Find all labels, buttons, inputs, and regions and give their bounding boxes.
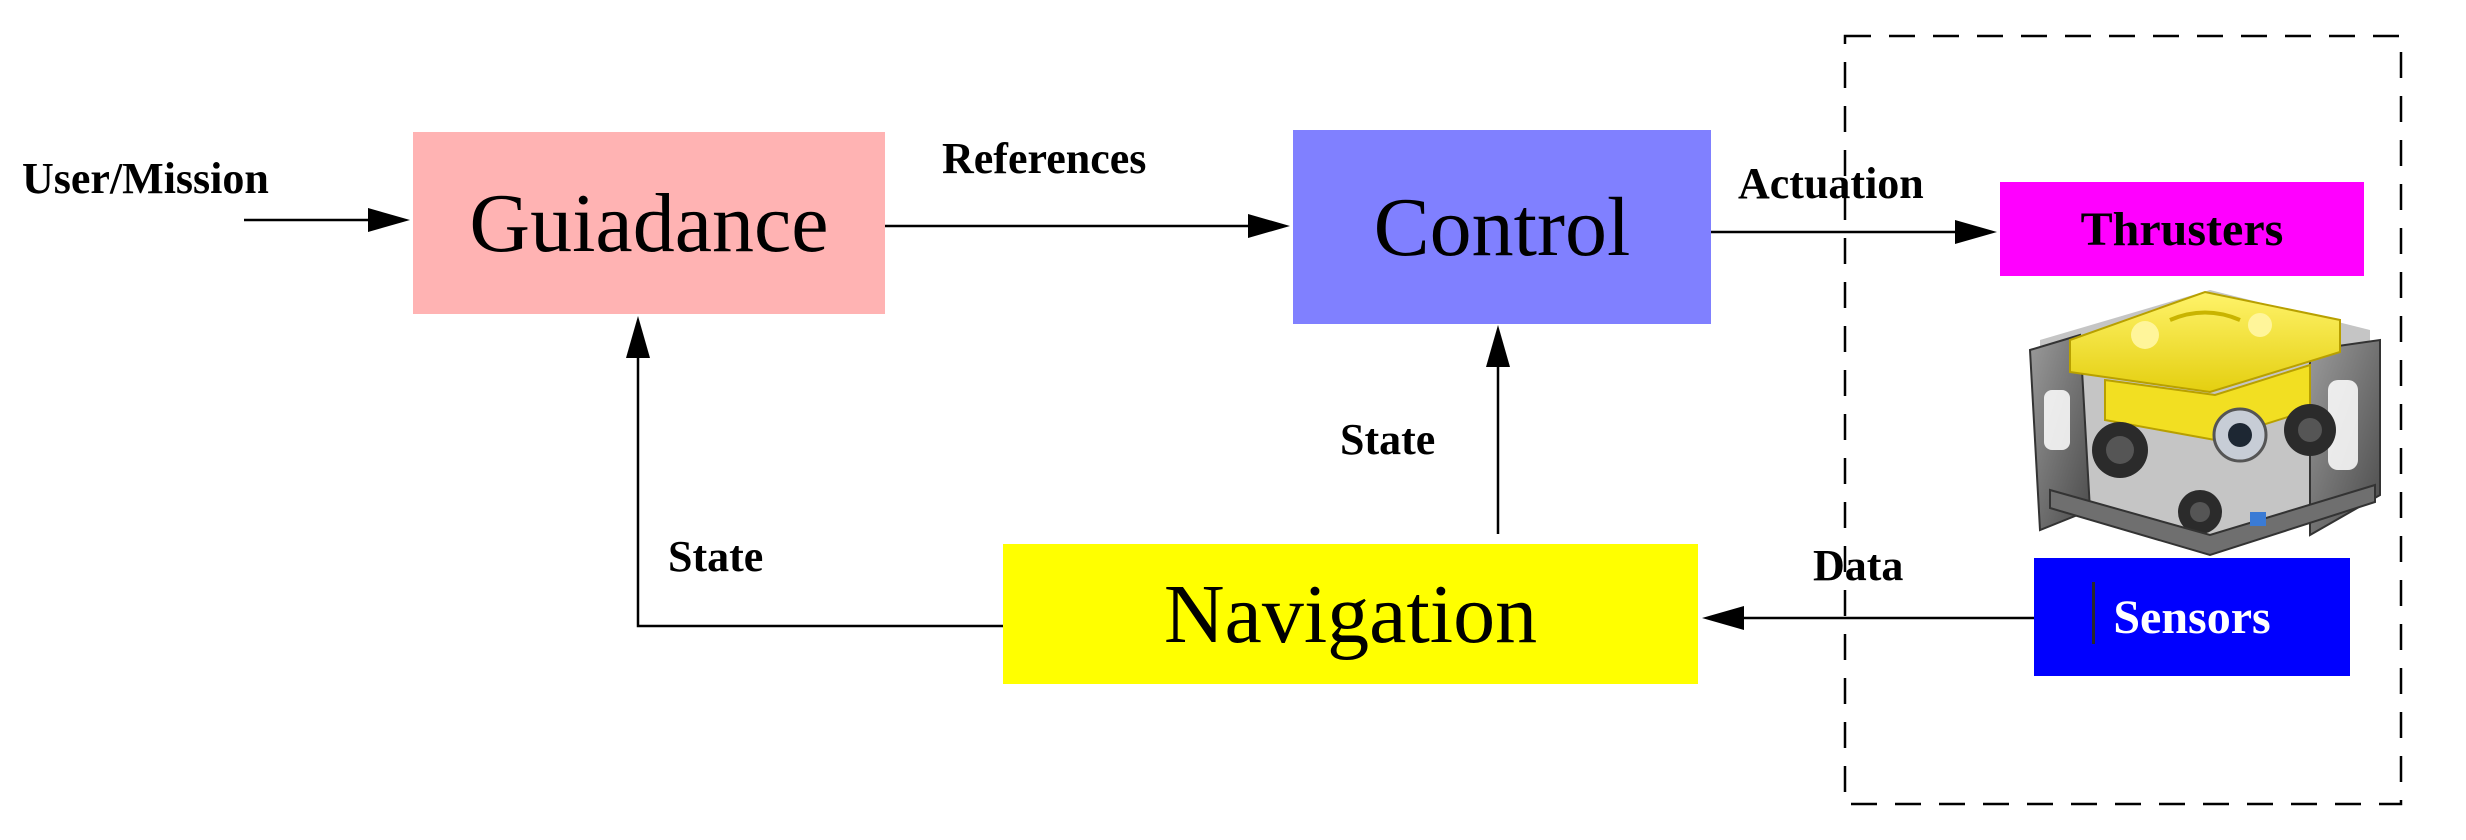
sensors-block: Sensors [2034,558,2350,676]
guidance-block: Guiadance [413,132,885,314]
thrusters-block: Thrusters [2000,182,2364,276]
state-to-control-label: State [1340,415,1436,464]
actuation-label: Actuation [1738,159,1924,208]
arrowhead-references [1248,214,1290,238]
arrowhead-actuation [1955,220,1997,244]
guidance-block-label: Guiadance [469,176,829,270]
arrowhead-state-to-control [1486,325,1510,367]
text-cursor [2092,582,2095,644]
data-label: Data [1813,541,1904,590]
arrowhead-state-to-guidance [626,316,650,358]
vehicle-boundary [1843,34,2403,806]
arrowhead-user-mission [368,208,410,232]
user-mission-label: User/Mission [22,154,269,203]
arrowhead-data [1702,606,1744,630]
state-to-guidance-label: State [668,532,764,581]
references-label: References [942,134,1147,183]
edge-state-to-guidance [636,358,1010,628]
navigation-block-label: Navigation [1163,567,1538,661]
thrusters-block-label: Thrusters [2080,202,2284,256]
sensors-block-label: Sensors [2113,590,2271,644]
control-block-label: Control [1373,180,1631,274]
control-block: Control [1293,130,1711,324]
navigation-block: Navigation [1003,544,1698,684]
rov-underwater-vehicle-icon [2028,290,2381,557]
